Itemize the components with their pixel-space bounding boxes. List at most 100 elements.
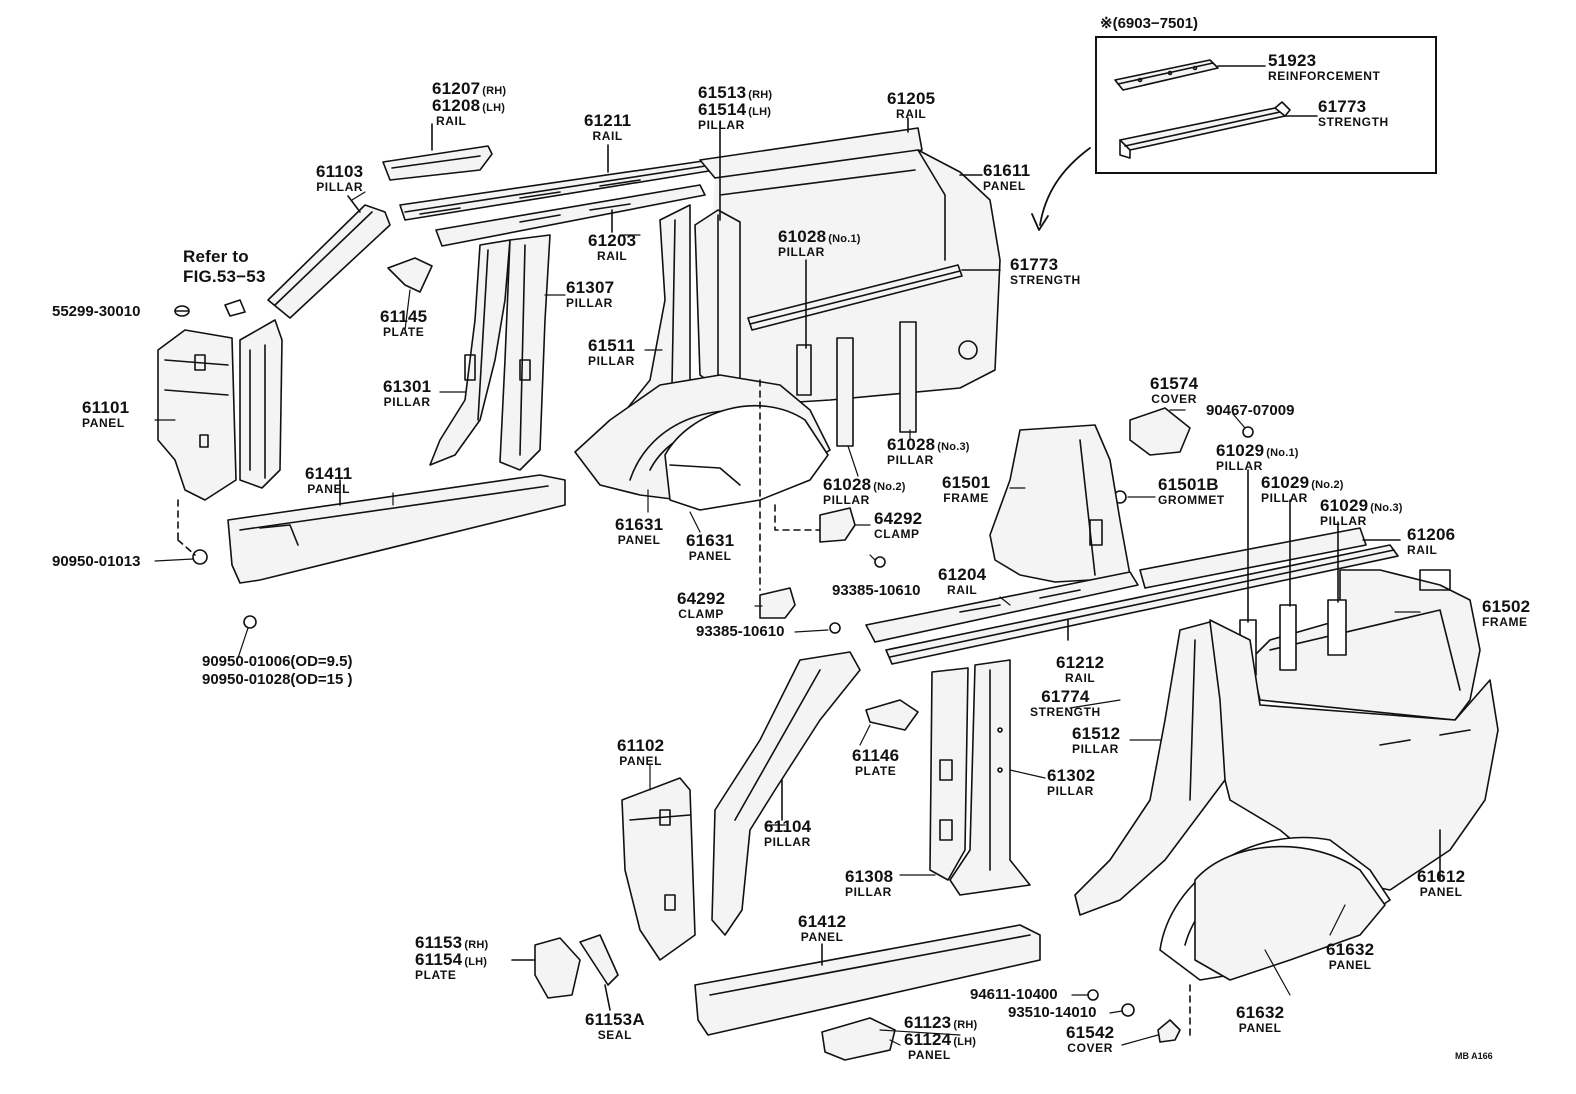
label-61612: 61612 PANEL — [1417, 868, 1465, 898]
part-number: 61542 — [1066, 1023, 1115, 1042]
part-number: 61102 — [617, 736, 665, 755]
part-61153-plate — [511, 937, 581, 999]
part-61101-panel — [157, 329, 237, 556]
part-name: PANEL — [1328, 958, 1372, 972]
inset-arrow — [1039, 147, 1091, 226]
part-name: PLATE — [854, 764, 897, 778]
part-61028-pillars — [796, 259, 917, 447]
label-61028-no2: 61028(No.2) PILLAR — [823, 476, 906, 506]
part-name: PILLAR — [566, 296, 613, 310]
part-number: 61211 — [584, 111, 632, 130]
label-61203: 61203 RAIL — [588, 232, 636, 262]
part-number: 61501B — [1158, 475, 1219, 494]
part-name: PANEL — [307, 482, 351, 496]
part-number: 61511 — [588, 336, 636, 355]
part-variant: (No.1) — [828, 233, 861, 245]
clip-55299 — [174, 305, 190, 317]
label-93385-b: 93385-10610 — [696, 624, 784, 640]
refer-line-1: Refer to — [183, 247, 249, 266]
part-variant: (No.1) — [1266, 447, 1299, 459]
part-number: 93385-10610 — [832, 582, 921, 599]
part-name: PANEL — [1419, 885, 1463, 899]
part-number: 61308 — [845, 867, 894, 886]
part-61612-panel — [1209, 619, 1499, 891]
label-refer: Refer to FIG.53−53 — [183, 248, 266, 285]
part-61512-pillar — [1074, 621, 1226, 916]
label-61146: 61146 PLATE — [852, 747, 899, 777]
label-64292-a: 64292 CLAMP — [874, 510, 922, 540]
screw-94611 — [1087, 989, 1099, 1001]
label-61511: 61511 PILLAR — [588, 337, 635, 367]
part-61307-pillar — [499, 234, 551, 471]
part-number: 61104 — [764, 817, 812, 836]
label-61502: 61502 FRAME — [1482, 598, 1530, 628]
part-name: PILLAR — [1320, 514, 1367, 528]
part-name: PANEL — [619, 754, 663, 768]
part-number: 61123 — [904, 1013, 952, 1032]
part-name: PILLAR — [1261, 491, 1308, 505]
part-61123-panel — [821, 1017, 896, 1061]
part-name: FRAME — [943, 491, 989, 505]
label-61307: 61307 PILLAR — [566, 279, 614, 309]
label-61145: 61145 PLATE — [380, 308, 427, 338]
part-variant: (RH) — [482, 85, 507, 97]
part-name: STRENGTH — [1010, 273, 1081, 287]
clip-90467 — [1242, 426, 1254, 438]
label-61774: 61774 STRENGTH — [1030, 688, 1101, 718]
label-61574: 61574 COVER — [1150, 375, 1198, 405]
label-94611: 94611-10400 — [970, 987, 1058, 1003]
label-61104: 61104 PILLAR — [764, 818, 811, 848]
part-number-line-2: 90950-01028(OD=15 ) — [202, 671, 353, 688]
part-name: PILLAR — [823, 493, 870, 507]
label-64292-b: 64292 CLAMP — [677, 590, 725, 620]
part-name: CLAMP — [678, 607, 724, 621]
part-name: CLAMP — [874, 527, 920, 541]
part-61153a-seal — [579, 934, 619, 1011]
part-number: 61574 — [1150, 374, 1199, 393]
part-name: PLATE — [382, 325, 425, 339]
part-name: PILLAR — [778, 245, 825, 259]
leader-lines — [154, 191, 1421, 1046]
part-variant: (No.3) — [937, 441, 970, 453]
part-name: PILLAR — [764, 835, 811, 849]
label-61513: 61513(RH) 61514(LH) PILLAR — [698, 84, 772, 131]
part-number: 61411 — [305, 464, 353, 483]
part-name: RAIL — [946, 583, 978, 597]
part-number: 61205 — [887, 89, 936, 108]
part-61102-panel — [621, 777, 696, 961]
part-name: SEAL — [597, 1028, 633, 1042]
label-93510: 93510-14010 — [1008, 1005, 1096, 1021]
part-number: 64292 — [874, 509, 923, 528]
part-number: 61612 — [1417, 867, 1466, 886]
part-name: PILLAR — [316, 180, 364, 194]
part-name: RAIL — [895, 107, 927, 121]
part-number: 61146 — [852, 746, 900, 765]
part-61146-plate — [865, 699, 919, 731]
part-number: 61029 — [1320, 496, 1369, 515]
part-number: 61028 — [823, 475, 872, 494]
part-61207-rail — [382, 123, 493, 181]
part-variant: (No.2) — [1311, 479, 1344, 491]
label-61153a: 61153A SEAL — [585, 1011, 645, 1041]
inset-box — [1095, 36, 1437, 174]
label-61501: 61501 FRAME — [942, 474, 990, 504]
part-name: STRENGTH — [1030, 705, 1101, 719]
part-variant-2: (LH) — [748, 106, 772, 118]
label-90950-01013: 90950-01013 — [52, 554, 140, 570]
part-number: 61145 — [380, 307, 428, 326]
part-number: 94611-10400 — [970, 986, 1058, 1003]
part-name: PANEL — [617, 533, 661, 547]
part-name: COVER — [1067, 1041, 1113, 1055]
part-number: 64292 — [677, 589, 726, 608]
part-name: PANEL — [82, 416, 125, 430]
label-55299: 55299-30010 — [52, 304, 140, 320]
part-61302-pillar — [949, 659, 1031, 896]
part-61204-rail — [865, 571, 1139, 643]
label-61302: 61302 PILLAR — [1047, 767, 1095, 797]
part-51923-reinforcement — [1114, 59, 1266, 91]
label-61029-no2: 61029(No.2) PILLAR — [1261, 474, 1344, 504]
part-number: 61611 — [983, 161, 1031, 180]
part-number-2: 61154 — [415, 950, 463, 969]
part-number: 61204 — [938, 565, 987, 584]
